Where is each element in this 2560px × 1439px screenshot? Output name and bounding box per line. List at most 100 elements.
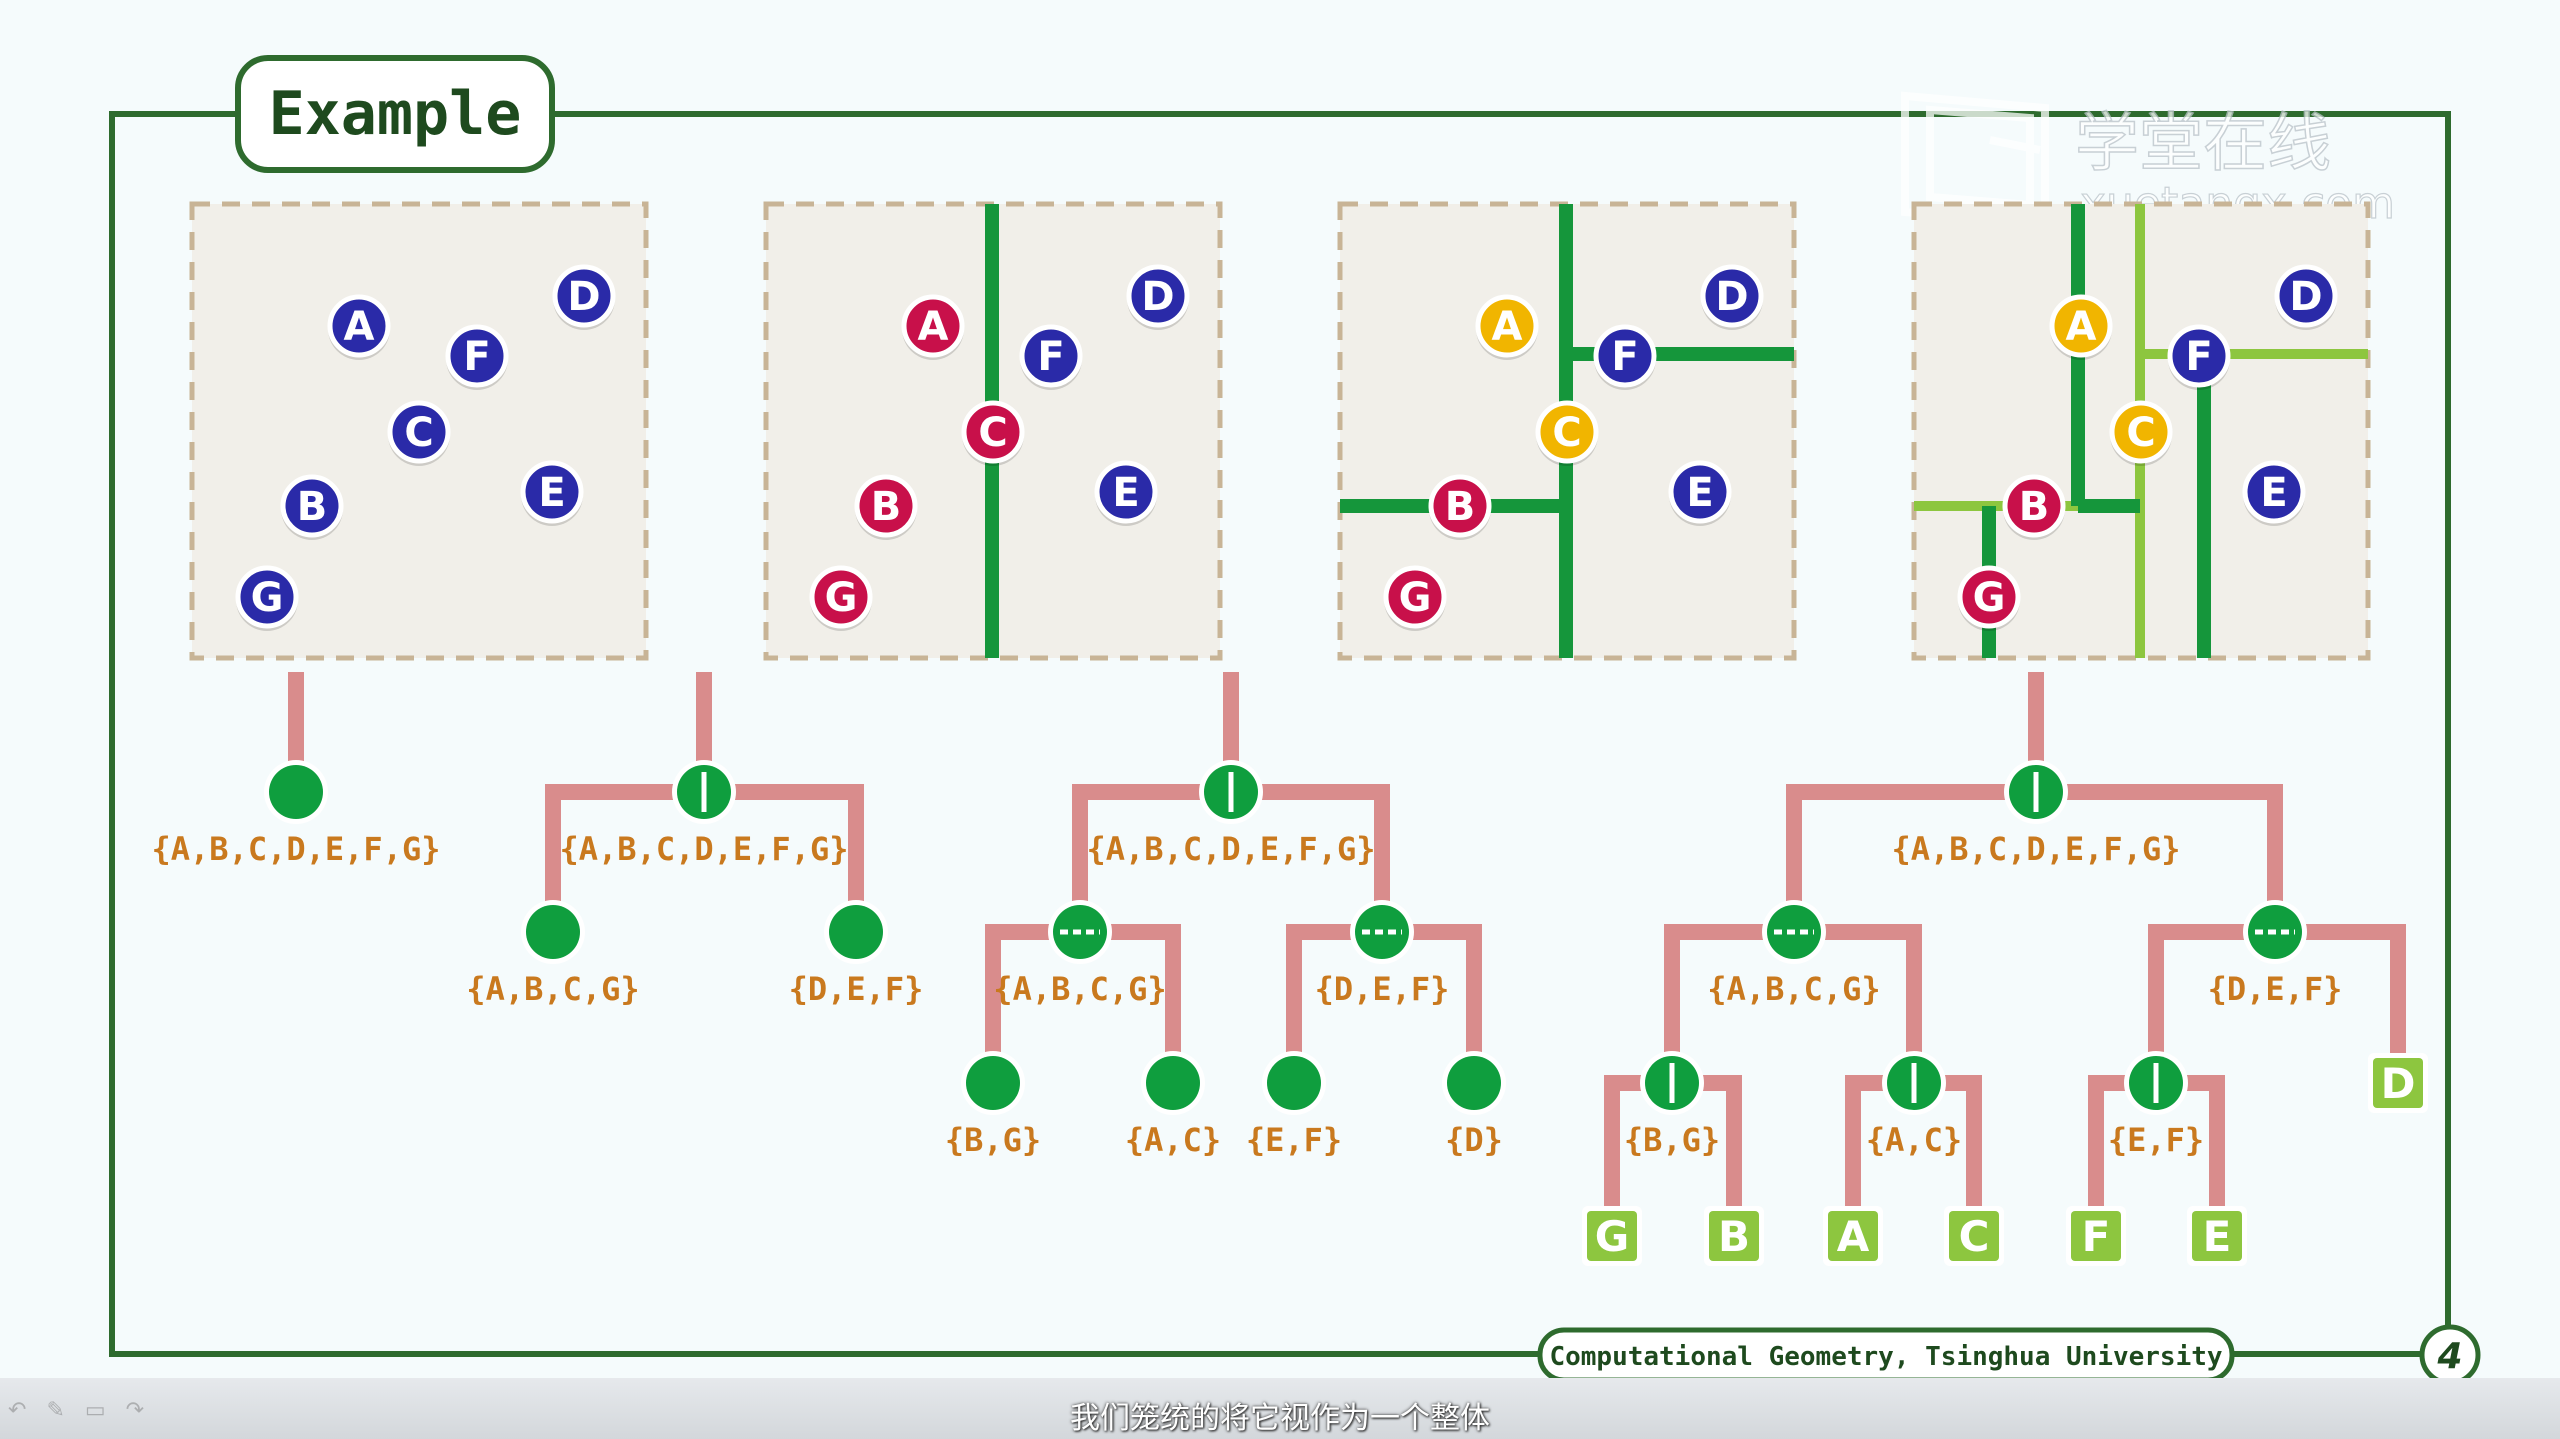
node-set-label: {D} bbox=[1445, 1121, 1503, 1159]
pen-icon[interactable]: ✎ bbox=[46, 1398, 65, 1423]
keyboard-icon[interactable]: ▭ bbox=[84, 1398, 106, 1423]
tree-edge bbox=[1794, 924, 1922, 1083]
node-disc bbox=[526, 905, 580, 959]
node-disc bbox=[966, 1056, 1020, 1110]
point-label: C bbox=[2126, 410, 2155, 456]
tree-node: {A,B,C,D,E,F,G} bbox=[560, 760, 849, 868]
leaf-label: C bbox=[1959, 1212, 1990, 1261]
node-set-label: {E,F} bbox=[2108, 1121, 2204, 1159]
tree-node: {B,G} bbox=[945, 1051, 1041, 1159]
point-e: E bbox=[1668, 460, 1732, 526]
point-label: D bbox=[1141, 274, 1174, 320]
point-marker bbox=[2242, 460, 2306, 524]
tree-edge bbox=[1786, 784, 2036, 932]
node-set-label: {A,B,C,D,E,F,G} bbox=[560, 830, 849, 868]
leaf-label: D bbox=[2381, 1059, 2416, 1108]
page-number: 4 bbox=[2436, 1336, 2462, 1377]
point-label: B bbox=[297, 484, 328, 530]
redo-icon[interactable]: ↷ bbox=[125, 1398, 145, 1423]
leaf-box bbox=[1949, 1211, 1999, 1261]
point-label: D bbox=[2289, 274, 2322, 320]
node-set-label: {D,E,F} bbox=[2208, 970, 2343, 1008]
point-marker bbox=[901, 294, 965, 358]
leaf-e: E bbox=[2187, 1206, 2247, 1266]
point-label: B bbox=[871, 484, 902, 530]
point-d: D bbox=[1700, 264, 1764, 330]
point-label: C bbox=[404, 410, 433, 456]
tree-node: {D,E,F} bbox=[789, 900, 924, 1008]
point-marker bbox=[2274, 264, 2338, 328]
title-box bbox=[235, 55, 555, 173]
node-disc bbox=[829, 905, 883, 959]
point-marker bbox=[1094, 460, 1158, 524]
leaf-label: F bbox=[2082, 1212, 2111, 1261]
tree-node: {A,B,C,D,E,F,G} bbox=[1892, 760, 2180, 868]
point-marker bbox=[1126, 264, 1190, 328]
point-label: F bbox=[463, 334, 490, 380]
node-set-label: {A,B,C,D,E,F,G} bbox=[1087, 830, 1376, 868]
tree-node: {A,B,C,D,E,F,G} bbox=[1087, 760, 1376, 868]
point-label: F bbox=[1037, 334, 1064, 380]
point-d: D bbox=[2274, 264, 2338, 330]
node-set-label: {A,B,C,G} bbox=[466, 970, 639, 1008]
leaf-box bbox=[1709, 1211, 1759, 1261]
leaf-f: F bbox=[2066, 1206, 2126, 1266]
leaf-box bbox=[1587, 1211, 1637, 1261]
point-marker bbox=[327, 294, 391, 358]
point-label: B bbox=[1445, 484, 1476, 530]
point-label: G bbox=[251, 575, 284, 621]
point-b: B bbox=[2002, 474, 2066, 540]
leaf-label: E bbox=[2203, 1212, 2232, 1261]
point-marker bbox=[854, 474, 918, 538]
node-disc bbox=[1447, 1056, 1501, 1110]
point-label: A bbox=[344, 304, 375, 350]
point-marker bbox=[235, 565, 299, 629]
point-label: G bbox=[1973, 575, 2006, 621]
point-label: A bbox=[918, 304, 949, 350]
point-d: D bbox=[1126, 264, 1190, 330]
leaf-label: B bbox=[1718, 1212, 1750, 1261]
node-disc bbox=[1267, 1056, 1321, 1110]
node-set-label: {D,E,F} bbox=[1315, 970, 1450, 1008]
player-controls[interactable]: ↶ ✎ ▭ ↷ bbox=[8, 1398, 144, 1423]
point-label: E bbox=[1112, 470, 1139, 516]
point-marker bbox=[552, 264, 616, 328]
point-marker bbox=[1593, 324, 1657, 388]
kd-trees: {A,B,C,D,E,F,G} {A,B,C,D,E,F,G} {A,B,C,G} {… bbox=[152, 672, 2428, 1266]
tree-node: {B,G} bbox=[1624, 1051, 1720, 1159]
tree-node: {E,F} bbox=[2108, 1051, 2204, 1159]
node-set-label: {A,C} bbox=[1866, 1121, 1962, 1159]
tree-edge bbox=[2275, 924, 2406, 1083]
footer-text: Computational Geometry, Tsinghua Univers… bbox=[1549, 1342, 2222, 1372]
leaf-b: B bbox=[1704, 1206, 1764, 1266]
tree-edge bbox=[545, 784, 704, 932]
point-d: D bbox=[552, 264, 616, 330]
node-disc bbox=[1146, 1056, 1200, 1110]
point-marker bbox=[280, 474, 344, 538]
point-a: A bbox=[327, 294, 391, 360]
point-marker bbox=[445, 324, 509, 388]
tree-node: {A,B,C,G} bbox=[466, 900, 640, 1008]
tree-node: {D,E,F} bbox=[1315, 900, 1450, 1008]
point-label: F bbox=[2185, 334, 2212, 380]
leaf-a: A bbox=[1823, 1206, 1883, 1266]
tree-edge bbox=[1231, 784, 1390, 932]
point-marker bbox=[1475, 294, 1539, 358]
point-f: F bbox=[1593, 324, 1657, 390]
node-set-label: {B,G} bbox=[945, 1121, 1041, 1159]
tree-node: {E,F} bbox=[1246, 1051, 1342, 1159]
node-set-label: {B,G} bbox=[1624, 1121, 1720, 1159]
point-label: B bbox=[2019, 484, 2050, 530]
node-set-label: {D,E,F} bbox=[789, 970, 924, 1008]
point-marker bbox=[961, 400, 1025, 464]
undo-icon[interactable]: ↶ bbox=[8, 1398, 27, 1423]
slide-title: Example bbox=[269, 79, 522, 149]
point-marker bbox=[1535, 400, 1599, 464]
point-marker bbox=[2002, 474, 2066, 538]
node-disc bbox=[269, 765, 323, 819]
leaf-label: G bbox=[1595, 1212, 1629, 1261]
point-marker bbox=[1668, 460, 1732, 524]
tree-node: {D} bbox=[1442, 1051, 1506, 1159]
